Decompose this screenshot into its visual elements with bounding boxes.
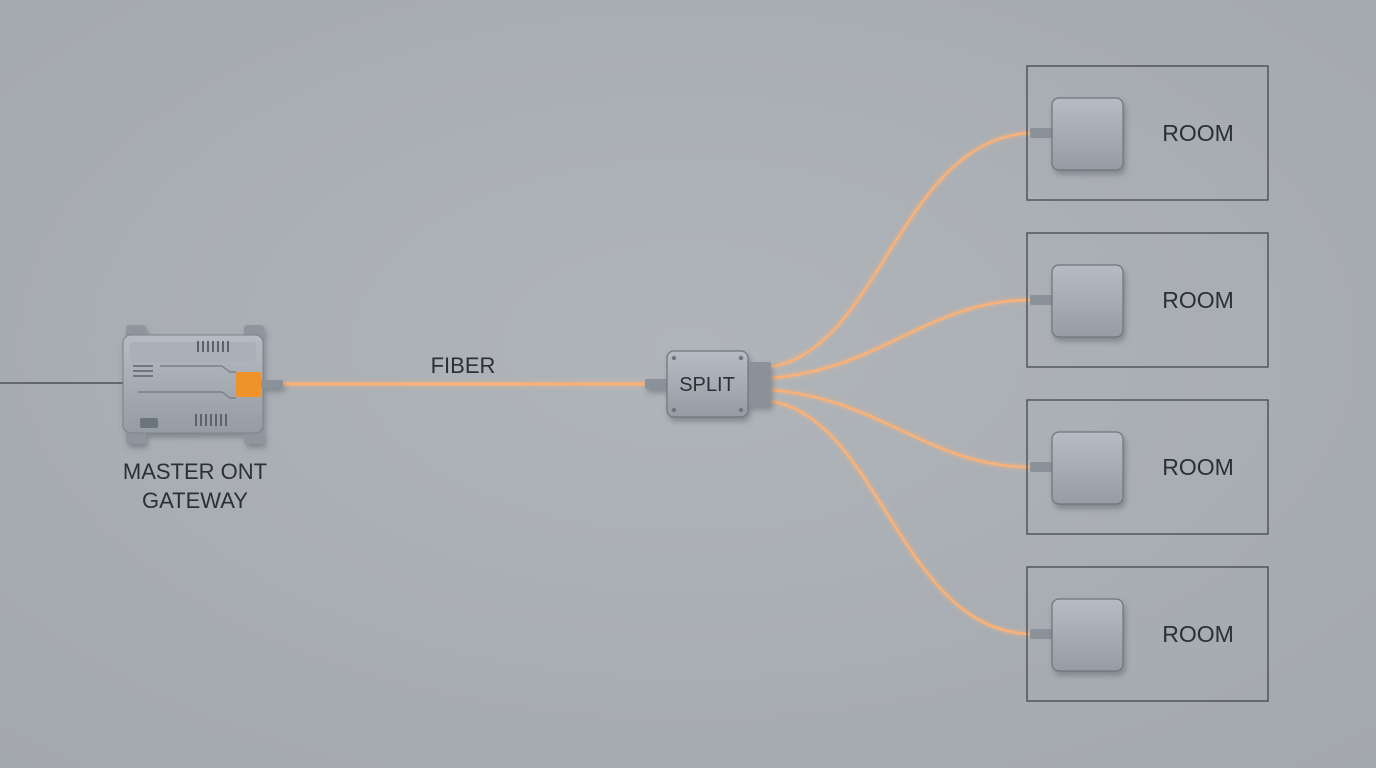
fiber-branch-1 [768, 131, 1032, 369]
room-connector [1030, 128, 1054, 138]
splitter-input-connector [645, 379, 669, 389]
splitter-screw [671, 355, 677, 361]
room-3: ROOM [1026, 399, 1269, 535]
splitter-screw [738, 355, 744, 361]
room-1: ROOM [1026, 65, 1269, 201]
room-connector [1030, 295, 1054, 305]
gateway-label-line1: MASTER ONT [123, 459, 267, 484]
room-connector [1030, 462, 1054, 472]
room-terminal-device [1051, 264, 1124, 338]
gateway-bottom-slot [140, 418, 158, 428]
splitter-device: SPLIT [645, 350, 771, 418]
room-label: ROOM [1162, 287, 1234, 313]
room-2: ROOM [1026, 232, 1269, 368]
fiber-branch-2 [768, 298, 1032, 380]
room-connector [1030, 629, 1054, 639]
splitter-screw [738, 407, 744, 413]
room-terminal-device [1051, 431, 1124, 505]
room-label: ROOM [1162, 120, 1234, 146]
room-label: ROOM [1162, 454, 1234, 480]
room-boundary [1026, 232, 1269, 368]
splitter-screw [671, 407, 677, 413]
gateway-fiber-port [236, 372, 261, 397]
room-terminal-device [1051, 97, 1124, 171]
splitter-output-connectors [745, 362, 771, 406]
fiber-cables [281, 131, 1032, 636]
gateway-vent-bottom [195, 414, 227, 426]
gateway-vent-side [133, 365, 153, 377]
fiber-label: FIBER [431, 353, 496, 378]
gateway-top-panel [130, 342, 256, 362]
fiber-branch-3 [768, 388, 1032, 469]
room-boundary [1026, 65, 1269, 201]
room-boundary [1026, 566, 1269, 702]
splitter-label: SPLIT [679, 374, 735, 396]
gateway-vent-top [197, 341, 229, 352]
room-terminal-device [1051, 598, 1124, 672]
fiber-branch-4 [768, 399, 1032, 636]
room-label: ROOM [1162, 621, 1234, 647]
splitter-body [666, 350, 749, 418]
ont-gateway-device [122, 325, 283, 444]
gateway-label-line2: GATEWAY [142, 488, 248, 513]
gateway-port-connector [261, 380, 283, 388]
room-4: ROOM [1026, 566, 1269, 702]
room-boundary [1026, 399, 1269, 535]
gateway-grooves [138, 365, 236, 399]
